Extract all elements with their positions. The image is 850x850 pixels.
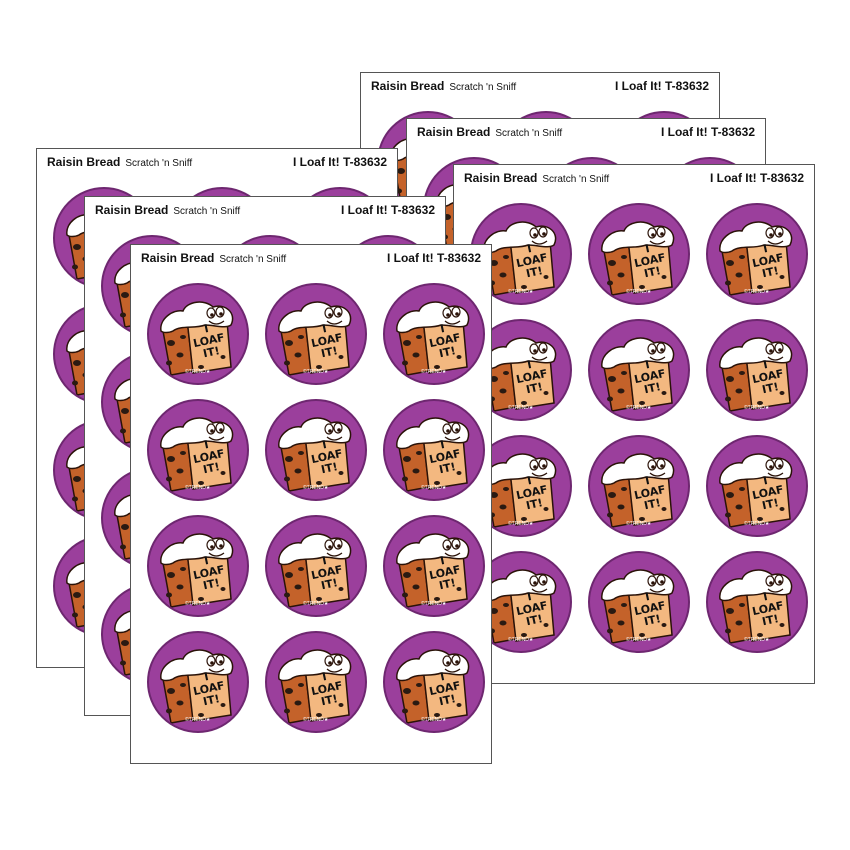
product-title: Raisin Bread bbox=[464, 171, 538, 185]
bread-illustration-icon bbox=[160, 417, 234, 492]
bread-illustration-icon bbox=[719, 569, 793, 644]
copyright-mark: ©TREND★ bbox=[303, 717, 329, 723]
bread-illustration-icon bbox=[278, 533, 352, 608]
copyright-mark: ©TREND★ bbox=[508, 521, 534, 527]
copyright-mark: ©TREND★ bbox=[185, 485, 211, 491]
product-code: I Loaf It! T-83632 bbox=[386, 251, 481, 265]
copyright-mark: ©TREND★ bbox=[744, 289, 770, 295]
bread-illustration-icon bbox=[483, 337, 557, 412]
copyright-mark: ©TREND★ bbox=[626, 405, 652, 411]
copyright-mark: ©TREND★ bbox=[744, 637, 770, 643]
copyright-mark: ©TREND★ bbox=[626, 637, 652, 643]
sheet-header: Raisin Bread Scratch 'n Sniff I Loaf It! … bbox=[141, 251, 481, 269]
product-code: I Loaf It! T-83632 bbox=[292, 155, 387, 169]
bread-illustration-icon bbox=[160, 649, 234, 724]
bread-illustration-icon bbox=[396, 301, 470, 376]
copyright-mark: ©TREND★ bbox=[185, 717, 211, 723]
bread-illustration-icon bbox=[601, 221, 675, 296]
product-code: I Loaf It! T-83632 bbox=[660, 125, 755, 139]
bread-illustration-icon bbox=[160, 533, 234, 608]
bread-illustration-icon bbox=[396, 649, 470, 724]
product-subtitle: Scratch 'n Sniff bbox=[125, 158, 193, 169]
bread-illustration-icon bbox=[278, 417, 352, 492]
sheet-header: Raisin Bread Scratch 'n Sniff I Loaf It! … bbox=[371, 79, 709, 97]
copyright-mark: ©TREND★ bbox=[421, 717, 447, 723]
bread-illustration-icon bbox=[278, 649, 352, 724]
bread-illustration-icon bbox=[483, 569, 557, 644]
product-subtitle: Scratch 'n Sniff bbox=[173, 206, 241, 217]
bread-illustration-icon bbox=[160, 301, 234, 376]
product-subtitle: Scratch 'n Sniff bbox=[542, 174, 610, 185]
product-code: I Loaf It! T-83632 bbox=[340, 203, 435, 217]
bread-illustration-icon bbox=[601, 337, 675, 412]
bread-illustration-icon bbox=[396, 533, 470, 608]
sheet-header: Raisin Bread Scratch 'n Sniff I Loaf It! … bbox=[95, 203, 435, 221]
product-code: I Loaf It! T-83632 bbox=[709, 171, 804, 185]
bread-illustration-icon bbox=[483, 221, 557, 296]
bread-illustration-icon bbox=[601, 569, 675, 644]
product-subtitle: Scratch 'n Sniff bbox=[449, 82, 517, 93]
copyright-mark: ©TREND★ bbox=[421, 369, 447, 375]
copyright-mark: ©TREND★ bbox=[744, 405, 770, 411]
product-subtitle: Scratch 'n Sniff bbox=[219, 254, 287, 265]
product-code: I Loaf It! T-83632 bbox=[614, 79, 709, 93]
copyright-mark: ©TREND★ bbox=[626, 521, 652, 527]
sheet-header: Raisin Bread Scratch 'n Sniff I Loaf It! … bbox=[464, 171, 804, 189]
copyright-mark: ©TREND★ bbox=[626, 289, 652, 295]
bread-illustration-icon bbox=[719, 337, 793, 412]
sheet-header: Raisin Bread Scratch 'n Sniff I Loaf It! … bbox=[417, 125, 755, 143]
bread-illustration-icon bbox=[483, 453, 557, 528]
product-title: Raisin Bread bbox=[417, 125, 491, 139]
copyright-mark: ©TREND★ bbox=[185, 601, 211, 607]
copyright-mark: ©TREND★ bbox=[303, 369, 329, 375]
copyright-mark: ©TREND★ bbox=[744, 521, 770, 527]
product-title: Raisin Bread bbox=[141, 251, 215, 265]
product-title: Raisin Bread bbox=[47, 155, 121, 169]
copyright-mark: ©TREND★ bbox=[421, 601, 447, 607]
product-title: Raisin Bread bbox=[95, 203, 169, 217]
copyright-mark: ©TREND★ bbox=[508, 289, 534, 295]
bread-illustration-icon bbox=[278, 301, 352, 376]
copyright-mark: ©TREND★ bbox=[185, 369, 211, 375]
copyright-mark: ©TREND★ bbox=[303, 485, 329, 491]
copyright-mark: ©TREND★ bbox=[508, 637, 534, 643]
copyright-mark: ©TREND★ bbox=[508, 405, 534, 411]
copyright-mark: ©TREND★ bbox=[421, 485, 447, 491]
bread-illustration-icon bbox=[719, 453, 793, 528]
bread-illustration-icon bbox=[719, 221, 793, 296]
bread-illustration-icon bbox=[601, 453, 675, 528]
sheet-header: Raisin Bread Scratch 'n Sniff I Loaf It! … bbox=[47, 155, 387, 173]
bread-illustration-icon bbox=[396, 417, 470, 492]
sticker-sheet: Raisin Bread Scratch 'n Sniff I Loaf It! … bbox=[453, 164, 815, 684]
copyright-mark: ©TREND★ bbox=[303, 601, 329, 607]
sticker-sheet: Raisin Bread Scratch 'n Sniff I Loaf It! … bbox=[130, 244, 492, 764]
product-subtitle: Scratch 'n Sniff bbox=[495, 128, 563, 139]
product-title: Raisin Bread bbox=[371, 79, 445, 93]
